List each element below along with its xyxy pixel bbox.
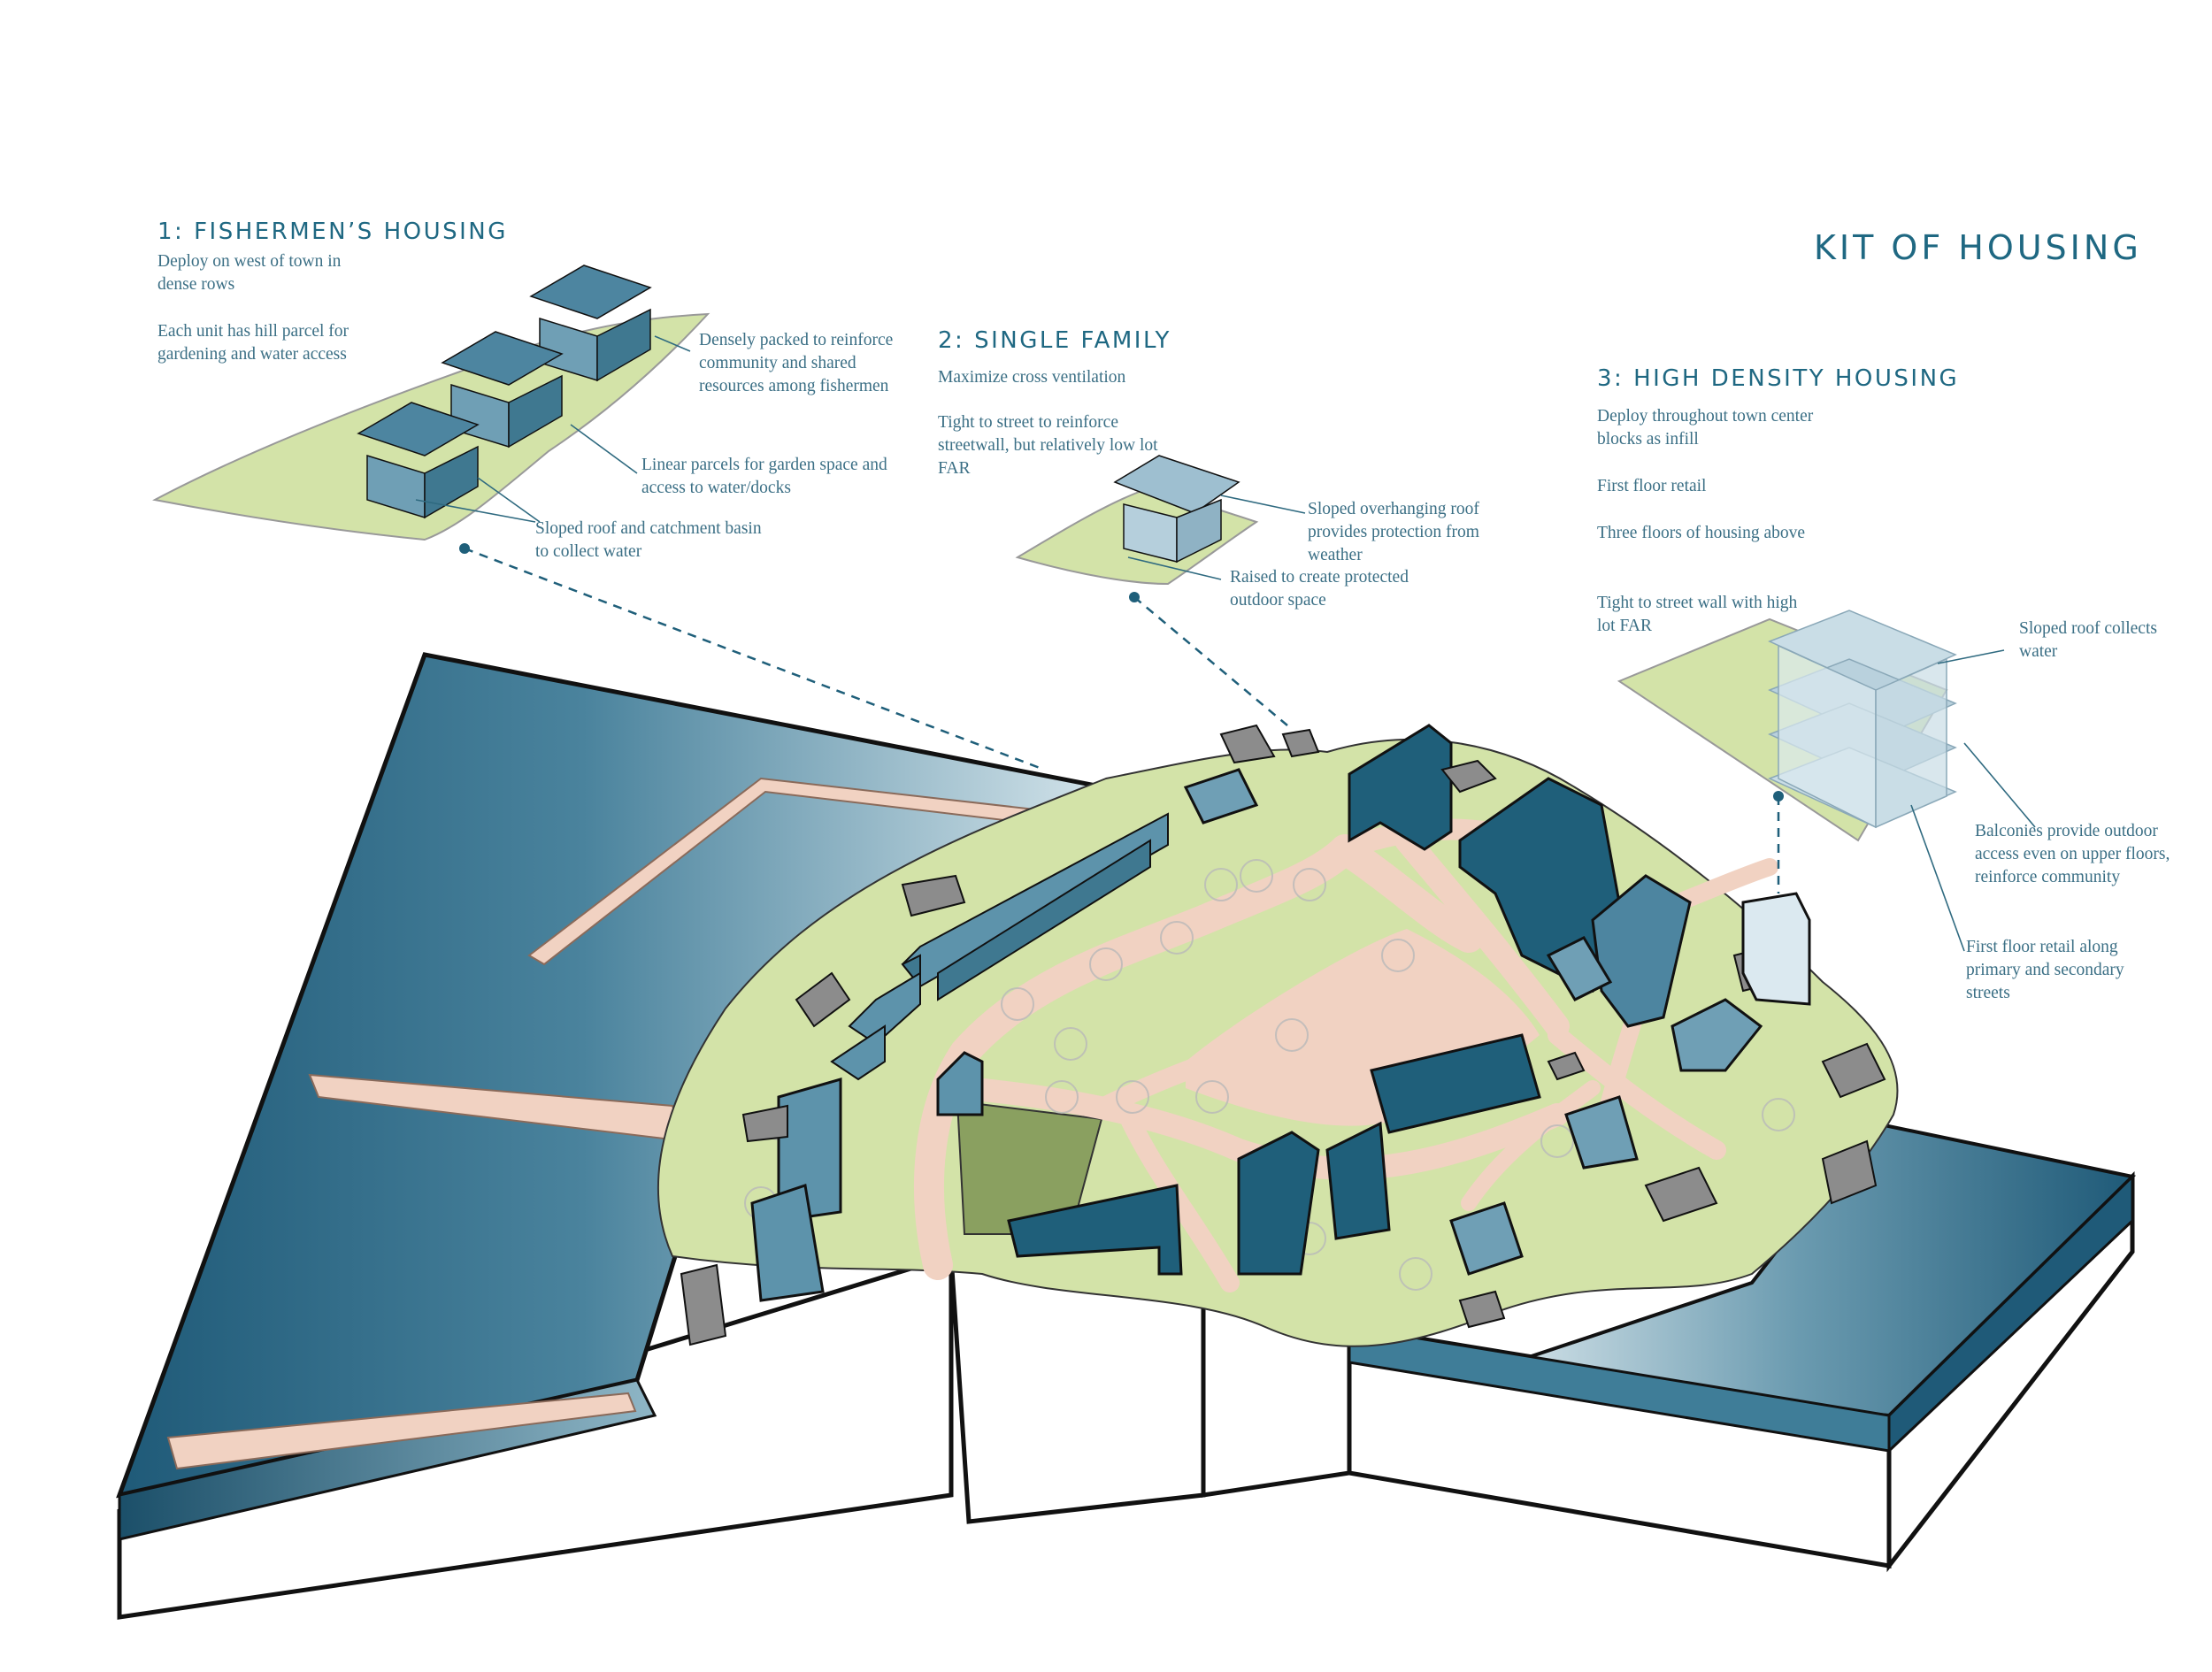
grey-buildings xyxy=(680,724,1886,1346)
fishermen-housing-vignette xyxy=(152,265,710,541)
section-2-note-2: Tight to street to reinforce streetwall,… xyxy=(938,413,1158,478)
section-1-note-2: Each unit has hill parcel for gardening … xyxy=(157,322,349,364)
section-1-note-1: Deploy on west of town in dense rows xyxy=(157,252,342,294)
section-2-callout-1: Sloped overhanging roof provides protect… xyxy=(1308,500,1479,564)
section-1-callout-1: Densely packed to reinforce community an… xyxy=(699,331,894,395)
section-1-callout-3: Sloped roof and catchment basin to colle… xyxy=(535,519,762,561)
section-3-title: 3: HIGH DENSITY HOUSING xyxy=(1597,365,1960,392)
leader-dots xyxy=(459,543,1784,801)
section-1-title: 1: FISHERMEN’S HOUSING xyxy=(157,219,508,245)
section-3-note-1: Deploy throughout town center blocks as … xyxy=(1597,407,1814,449)
section-3-callout-1: Sloped roof collects water xyxy=(2019,619,2157,661)
single-family-vignette xyxy=(1015,455,1306,586)
fishermen-housing-row xyxy=(830,812,1169,1081)
section-2-note-1: Maximize cross ventilation xyxy=(938,368,1126,387)
section-2-callout-2: Raised to create protected outdoor space xyxy=(1230,568,1409,610)
page-title: KIT OF HOUSING xyxy=(1814,228,2142,267)
section-3-callout-3: First floor retail along primary and sec… xyxy=(1966,938,2124,1002)
section-3-note-2: First floor retail xyxy=(1597,477,1707,495)
section-1-callout-2: Linear parcels for garden space and acce… xyxy=(641,456,887,497)
section-3-callout-2: Balconies provide outdoor access even on… xyxy=(1975,822,2170,886)
high-density-block-marker xyxy=(1741,892,1811,1006)
high-density-vignette xyxy=(1617,610,2036,952)
leader-lines xyxy=(464,547,1780,894)
section-3-note-4: Tight to street wall with high lot FAR xyxy=(1597,594,1798,635)
section-2-title: 2: SINGLE FAMILY xyxy=(938,327,1171,354)
water xyxy=(116,652,2137,1541)
blue-buildings xyxy=(750,724,1763,1302)
section-3-note-3: Three floors of housing above xyxy=(1597,524,1806,542)
